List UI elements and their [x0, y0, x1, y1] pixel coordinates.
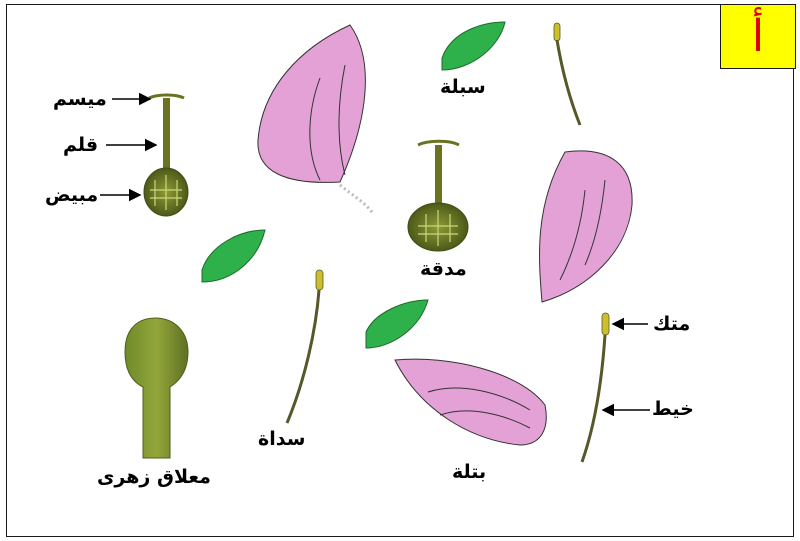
section-letter-badge: أ [720, 4, 796, 69]
stamen-right [582, 313, 609, 462]
stamen-middle [287, 270, 323, 423]
label-petal: بتلة [452, 463, 486, 482]
petal-bottom [395, 359, 546, 445]
label-style: قلم [63, 136, 98, 155]
label-pistil: مدقة [420, 260, 467, 279]
label-filament: خيط [652, 400, 694, 419]
label-receptacle: معلاق زهرى [97, 468, 211, 487]
label-stigma: ميسم [53, 90, 107, 109]
sepal-left [202, 230, 265, 282]
label-ovary: مبيض [45, 186, 98, 205]
sepal-middle [366, 300, 428, 348]
pistil-center [408, 141, 468, 251]
label-stamen: سداة [258, 430, 305, 449]
petal-top-left [258, 25, 372, 212]
pistil-labelled [144, 95, 188, 216]
stamen-top [554, 23, 580, 125]
petal-right [540, 151, 633, 302]
label-sepal: سبلة [440, 78, 486, 97]
label-anther: متك [653, 315, 690, 334]
receptacle [125, 318, 188, 458]
sepal-top [442, 22, 505, 70]
